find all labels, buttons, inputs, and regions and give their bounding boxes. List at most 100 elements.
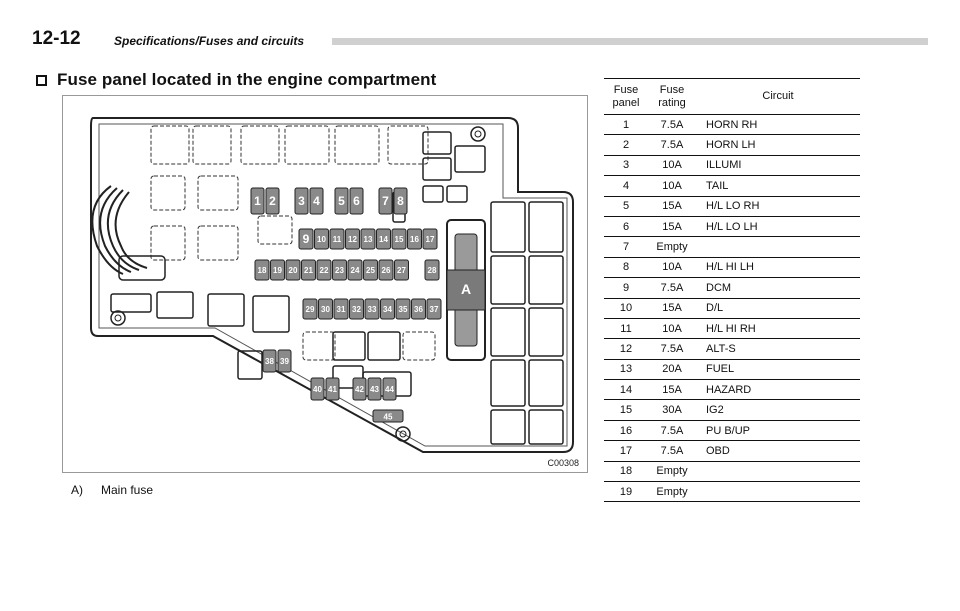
fuse-panel-cell: 18 xyxy=(604,461,648,483)
svg-text:43: 43 xyxy=(370,385,379,394)
page-header: 12-12 Specifications/Fuses and circuits xyxy=(32,24,928,52)
svg-text:24: 24 xyxy=(351,266,360,275)
fuse-34: 34 xyxy=(380,298,395,320)
svg-text:44: 44 xyxy=(385,385,394,394)
svg-text:20: 20 xyxy=(289,266,298,275)
main-fuse-block: A xyxy=(446,219,486,361)
fuse-rating-cell: Empty xyxy=(648,481,696,503)
fuse-6: 6 xyxy=(349,187,364,215)
mounting-holes xyxy=(110,126,486,442)
fuse-23: 23 xyxy=(332,259,347,281)
circuit-cell: H/L HI RH xyxy=(696,318,860,340)
fuse-44: 44 xyxy=(382,377,397,401)
fuse-rating-cell: 7.5A xyxy=(648,338,696,360)
svg-text:34: 34 xyxy=(383,305,392,314)
header-rule xyxy=(332,38,928,45)
fuse-29: 29 xyxy=(302,298,318,320)
circuit-cell: H/L LO RH xyxy=(696,196,860,217)
figure-code: C00308 xyxy=(547,458,579,468)
circuit-cell: D/L xyxy=(696,298,860,319)
wire-harness xyxy=(91,185,166,281)
fuse-39: 39 xyxy=(277,349,292,373)
fuse-rating-cell: 15A xyxy=(648,298,696,319)
relay-outlines xyxy=(150,125,436,361)
svg-text:39: 39 xyxy=(280,357,289,366)
fuse-17: 17 xyxy=(422,228,438,250)
svg-text:14: 14 xyxy=(379,235,388,244)
svg-text:4: 4 xyxy=(313,194,320,208)
svg-text:36: 36 xyxy=(414,305,423,314)
circuit-cell: H/L HI LH xyxy=(696,257,860,279)
circuit-cell: HORN LH xyxy=(696,134,860,156)
fuse-45: 45 xyxy=(372,409,404,423)
svg-text:25: 25 xyxy=(366,266,375,275)
svg-text:27: 27 xyxy=(397,266,406,275)
fuse-panel-cell: 12 xyxy=(604,338,648,360)
circuit-cell: PU B/UP xyxy=(696,420,860,442)
fuse-26: 26 xyxy=(378,259,394,281)
svg-text:42: 42 xyxy=(355,385,364,394)
svg-text:19: 19 xyxy=(273,266,282,275)
svg-text:8: 8 xyxy=(397,194,404,208)
caption-label: A) xyxy=(71,483,83,497)
svg-text:15: 15 xyxy=(395,235,404,244)
fuse-14: 14 xyxy=(376,228,391,250)
circuit-cell: TAIL xyxy=(696,175,860,197)
svg-text:40: 40 xyxy=(313,385,322,394)
fuse-5: 5 xyxy=(334,187,349,215)
main-fuse-label: A xyxy=(461,281,471,297)
circuit-cell: H/L LO LH xyxy=(696,216,860,238)
fuse-panel-cell: 11 xyxy=(604,318,648,340)
fuse-panel-cell: 2 xyxy=(604,134,648,156)
fuse-panel-cell: 19 xyxy=(604,481,648,503)
fuse-43: 43 xyxy=(367,377,382,401)
fuse-7: 7 xyxy=(378,187,393,215)
circuit-cell: HORN RH xyxy=(696,114,860,136)
fuse-27: 27 xyxy=(394,259,409,281)
svg-text:28: 28 xyxy=(428,266,437,275)
fuse-panel-cell: 1 xyxy=(604,114,648,136)
fuse-rating-cell: 10A xyxy=(648,175,696,197)
fuse-30: 30 xyxy=(318,298,333,320)
svg-text:6: 6 xyxy=(353,194,360,208)
svg-text:45: 45 xyxy=(384,413,393,422)
fuse-rating-cell: 30A xyxy=(648,399,696,421)
fuse-panel-cell: 17 xyxy=(604,440,648,462)
fuse-panel-cell: 7 xyxy=(604,236,648,258)
fuse-12: 12 xyxy=(345,228,360,250)
fuse-panel-cell: 13 xyxy=(604,359,648,381)
fuse-41: 41 xyxy=(325,377,340,401)
svg-text:30: 30 xyxy=(321,305,330,314)
section-title: Specifications/Fuses and circuits xyxy=(114,34,305,48)
svg-text:31: 31 xyxy=(337,305,346,314)
fuse-rating-cell: 10A xyxy=(648,257,696,279)
svg-text:1: 1 xyxy=(254,194,261,208)
svg-text:22: 22 xyxy=(320,266,329,275)
svg-text:12: 12 xyxy=(348,235,357,244)
figure-caption: A) Main fuse xyxy=(71,483,153,497)
svg-text:17: 17 xyxy=(426,235,435,244)
svg-text:18: 18 xyxy=(258,266,267,275)
fuse-42: 42 xyxy=(352,377,367,401)
svg-text:29: 29 xyxy=(306,305,315,314)
fuse-rating-cell: Empty xyxy=(648,461,696,483)
fuse-rating-cell: 7.5A xyxy=(648,277,696,299)
fuse-18: 18 xyxy=(254,259,270,281)
fuse-2: 2 xyxy=(265,187,280,215)
fuse-rating-cell: 7.5A xyxy=(648,440,696,462)
fuse-31: 31 xyxy=(333,298,349,320)
fuse-9: 9 xyxy=(298,228,314,250)
header-circuit: Circuit xyxy=(762,90,794,102)
